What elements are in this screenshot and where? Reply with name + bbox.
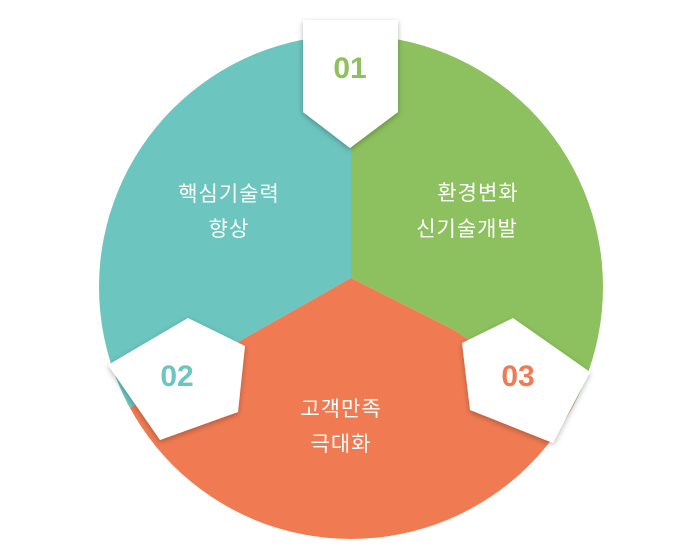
segment-02-label-line1: 핵심기술력 bbox=[178, 182, 280, 206]
arrow-01 bbox=[303, 20, 398, 148]
segment-01-label-line2: 신기술개발 bbox=[416, 217, 518, 241]
arrow-03 bbox=[462, 318, 590, 443]
arrow-02 bbox=[108, 318, 245, 440]
chevron-arrow-icon bbox=[462, 318, 590, 443]
segment-03-label-line1: 고객만족 bbox=[300, 397, 381, 421]
segment-03-number: 03 bbox=[501, 360, 534, 393]
segment-02-teal bbox=[99, 35, 351, 420]
segment-01-label-line1: 환경변화 bbox=[437, 181, 518, 205]
segment-02-label-line2: 향상 bbox=[209, 217, 250, 241]
segment-01-green bbox=[351, 35, 603, 420]
segment-02-number: 02 bbox=[160, 360, 193, 393]
segment-03-label-line2: 극대화 bbox=[311, 432, 372, 456]
chevron-arrow-icon bbox=[108, 318, 245, 440]
segment-01-number: 01 bbox=[333, 52, 366, 85]
chevron-arrow-icon bbox=[303, 20, 398, 148]
